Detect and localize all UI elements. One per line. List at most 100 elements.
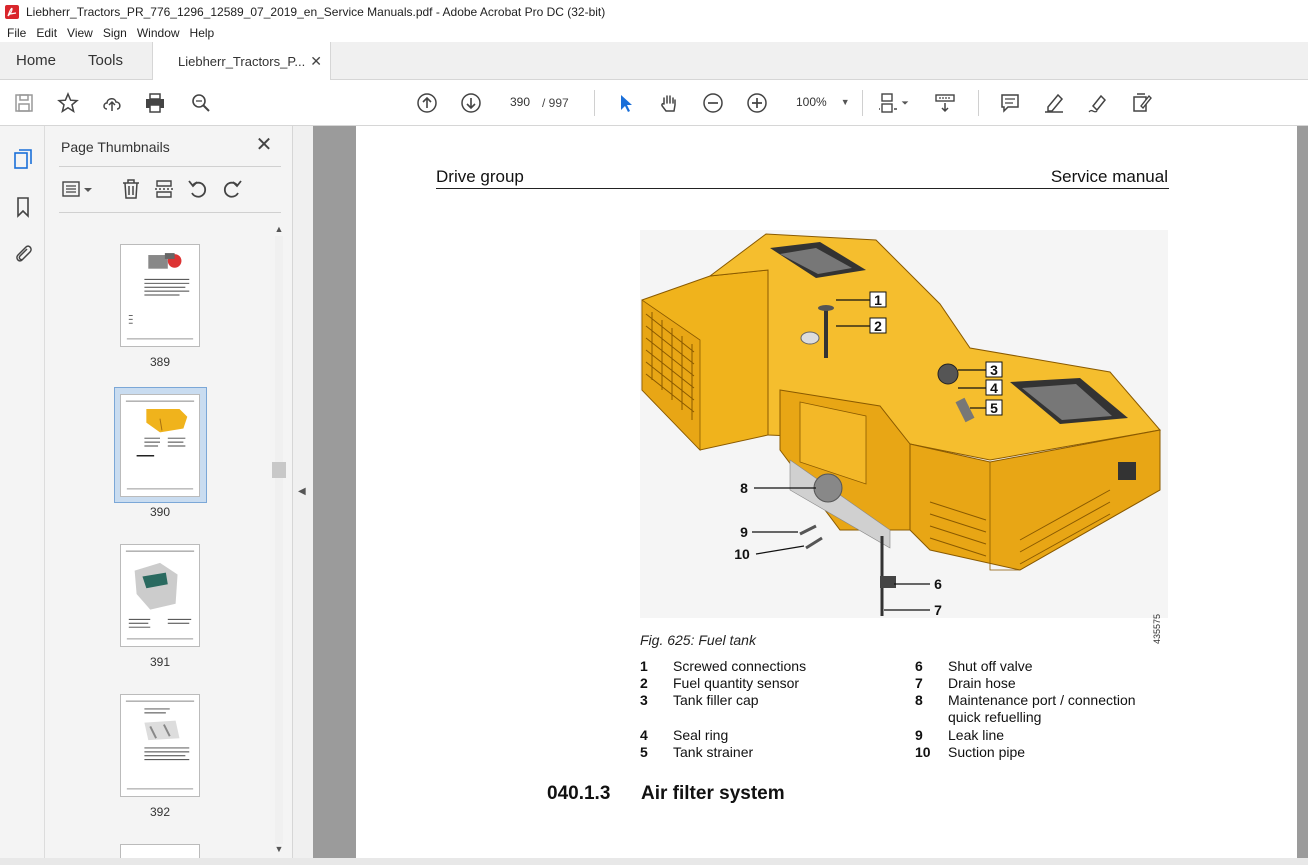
zoom-value: 100% — [796, 95, 827, 109]
legend-text: Seal ring — [673, 727, 729, 743]
callout-7: 7 — [934, 602, 942, 618]
rotate-counterclockwise-icon[interactable] — [186, 178, 210, 200]
legend-item: 3 Tank filler cap — [640, 692, 900, 712]
tab-tools[interactable]: Tools — [88, 52, 124, 69]
thumbnail-label: 390 — [149, 505, 171, 519]
legend-text: Tank strainer — [673, 744, 754, 760]
legend-text: Tank filler cap — [673, 692, 759, 708]
document-viewer[interactable]: Drive group Service manual — [313, 126, 1308, 865]
legend-text: Suction pipe — [948, 744, 1026, 760]
chevron-left-icon: ◀ — [298, 486, 306, 497]
page-fit-icon[interactable] — [876, 91, 900, 115]
zoom-out-icon[interactable] — [701, 91, 725, 115]
save-icon[interactable] — [12, 91, 36, 115]
bookmarks-icon[interactable] — [10, 194, 36, 220]
thumbnail-preview — [125, 400, 195, 490]
menu-bar: File Edit View Sign Window Help — [0, 24, 1308, 42]
legend-item: 4 Seal ring — [640, 727, 900, 747]
panel-divider — [59, 212, 281, 213]
toolbar-separator — [594, 90, 595, 116]
next-page-icon[interactable] — [459, 91, 483, 115]
thumbnail-page-389[interactable] — [120, 244, 200, 347]
search-icon[interactable] — [189, 91, 213, 115]
toolbar-separator — [862, 90, 863, 116]
previous-page-icon[interactable] — [415, 91, 439, 115]
page-number-input[interactable] — [502, 91, 538, 113]
horizontal-scrollbar[interactable] — [0, 858, 1308, 865]
header-rule — [436, 188, 1169, 189]
scroll-track — [275, 236, 283, 844]
scroll-up-icon[interactable]: ▲ — [274, 224, 284, 234]
thumbnail-preview — [125, 550, 195, 640]
panel-title: Page Thumbnails — [61, 139, 170, 155]
window-title: Liebherr_Tractors_PR_776_1296_12589_07_2… — [26, 5, 606, 19]
chevron-down-icon[interactable] — [899, 91, 911, 115]
figure-id: 435575 — [1152, 614, 1162, 645]
thumbnail-page-392[interactable] — [120, 694, 200, 797]
legend-item: 8 Maintenance port / connection quick re… — [915, 692, 1175, 728]
select-cursor-icon[interactable] — [614, 91, 638, 115]
menu-window[interactable]: Window — [136, 26, 180, 40]
callout-9: 9 — [740, 524, 748, 540]
legend-number: 6 — [915, 658, 923, 674]
thumbnail-page-390[interactable] — [120, 394, 200, 497]
callout-6: 6 — [934, 576, 942, 592]
title-bar: Liebherr_Tractors_PR_776_1296_12589_07_2… — [0, 0, 1308, 24]
acrobat-icon — [5, 5, 19, 19]
menu-help[interactable]: Help — [189, 26, 215, 40]
tab-bar: Home Tools Liebherr_Tractors_P... ✕ — [0, 42, 1308, 81]
callout-3: 3 — [990, 362, 998, 378]
close-tab-icon[interactable]: ✕ — [310, 53, 322, 69]
attachments-icon[interactable] — [10, 240, 36, 266]
zoom-select[interactable]: 100% ▼ — [790, 91, 856, 113]
insert-page-icon[interactable] — [152, 178, 176, 200]
hand-tool-icon[interactable] — [657, 91, 681, 115]
legend-item: 9 Leak line — [915, 727, 1175, 747]
document-tab-label: Liebherr_Tractors_P... — [178, 54, 306, 69]
legend-text: Shut off valve — [948, 658, 1033, 674]
panel-divider — [59, 166, 281, 167]
thumbnail-options-icon[interactable] — [61, 178, 95, 200]
legend-text: Maintenance port / connection quick refu… — [948, 692, 1136, 725]
delete-icon[interactable] — [119, 178, 143, 200]
legend-number: 8 — [915, 692, 923, 708]
comment-icon[interactable] — [998, 91, 1022, 115]
scroll-down-icon[interactable]: ▼ — [274, 844, 284, 854]
scroll-mode-icon[interactable] — [933, 91, 957, 115]
legend-item: 7 Drain hose — [915, 675, 1175, 695]
close-icon[interactable]: ✕ — [255, 134, 273, 156]
menu-view[interactable]: View — [67, 26, 93, 40]
legend-number: 7 — [915, 675, 923, 691]
print-icon[interactable] — [143, 91, 167, 115]
upload-cloud-icon[interactable] — [100, 91, 124, 115]
fill-sign-icon[interactable] — [1130, 91, 1154, 115]
panel-collapse-handle[interactable]: ◀ — [293, 126, 313, 865]
menu-sign[interactable]: Sign — [102, 26, 127, 40]
tab-home[interactable]: Home — [16, 52, 57, 69]
figure-caption: Fig. 625: Fuel tank — [640, 632, 756, 648]
menu-edit[interactable]: Edit — [36, 26, 58, 40]
scroll-thumb[interactable] — [272, 462, 286, 478]
thumbnails-panel: Page Thumbnails ✕ 389 390 — [45, 126, 293, 865]
thumbnails-scrollbar[interactable]: ▲ ▼ — [272, 222, 286, 858]
legend-number: 3 — [640, 692, 648, 708]
legend-number: 5 — [640, 744, 648, 760]
legend-item: 1 Screwed connections — [640, 658, 900, 678]
legend-number: 4 — [640, 727, 648, 743]
page-thumbnails-icon[interactable] — [10, 146, 36, 172]
sign-pen-icon[interactable] — [1086, 91, 1110, 115]
menu-file[interactable]: File — [7, 26, 27, 40]
thumbnail-preview — [125, 700, 195, 790]
fuel-tank-figure: 1 2 3 4 5 6 7 8 9 10 435575 — [640, 230, 1168, 644]
legend-item: 5 Tank strainer — [640, 744, 900, 764]
tab-document[interactable]: Liebherr_Tractors_P... ✕ — [152, 42, 331, 81]
thumbnail-preview — [126, 253, 194, 340]
highlight-pen-icon[interactable] — [1042, 91, 1066, 115]
bookmark-star-icon[interactable] — [56, 91, 80, 115]
page-total: / 997 — [542, 96, 569, 110]
thumbnail-page-391[interactable] — [120, 544, 200, 647]
zoom-in-icon[interactable] — [745, 91, 769, 115]
legend-text: Drain hose — [948, 675, 1016, 691]
chevron-down-icon: ▼ — [840, 97, 850, 107]
rotate-clockwise-icon[interactable] — [220, 178, 244, 200]
